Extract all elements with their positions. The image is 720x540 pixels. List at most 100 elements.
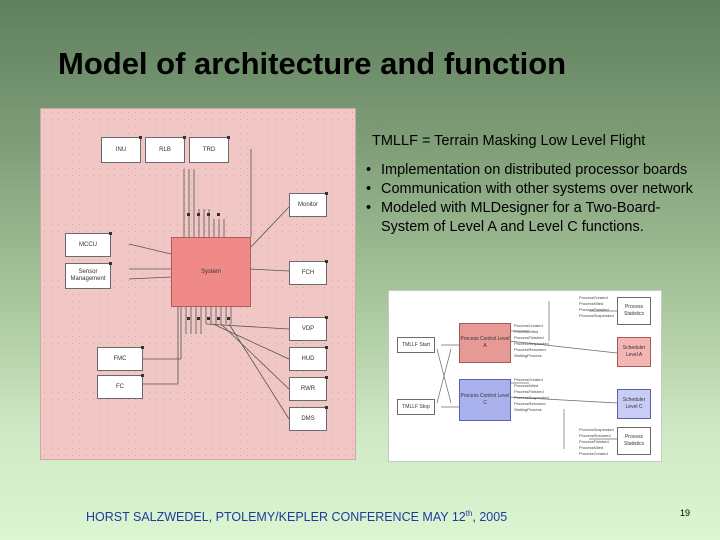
- inu-block: INU: [101, 136, 142, 163]
- port-marker: [141, 374, 144, 377]
- svg-text:ProcessCreated: ProcessCreated: [579, 295, 608, 300]
- svg-text:WaitingProcess: WaitingProcess: [514, 353, 542, 358]
- svg-text:ProcessFinished: ProcessFinished: [579, 307, 609, 312]
- svg-text:ProcessKilled: ProcessKilled: [514, 383, 538, 388]
- vdp-block: VDP: [289, 316, 328, 341]
- slide-title: Model of architecture and function: [58, 46, 567, 81]
- port-marker: [139, 136, 142, 139]
- diagram-connections: [128, 149, 290, 420]
- port-marker: [183, 136, 186, 139]
- scheduler-level-a-label: Scheduler Level A: [622, 345, 646, 358]
- svg-text:ProcessSuspended: ProcessSuspended: [579, 313, 614, 318]
- process-statistics-c: Process Statistics: [617, 427, 651, 455]
- bullet-icon: •: [366, 200, 372, 216]
- svg-text:ProcessCreated: ProcessCreated: [579, 451, 608, 456]
- process-statistics-a: Process Statistics: [617, 297, 651, 325]
- fch-block: FCH: [289, 260, 328, 285]
- fmc-block: FMC: [97, 346, 144, 371]
- port-marker: [325, 192, 328, 195]
- port-marker: [325, 376, 328, 379]
- system-label: System: [200, 269, 221, 275]
- tmllf-start-label: TMLLF Start: [402, 341, 430, 348]
- monitor-label: Monitor: [297, 201, 318, 208]
- process-statistics-c-label: Process Statistics: [623, 434, 644, 447]
- svg-text:ProcessResumed: ProcessResumed: [579, 433, 611, 438]
- bullet-list: • Implementation on distributed processor…: [366, 161, 696, 237]
- scheduler-level-a: Scheduler Level A: [617, 337, 651, 367]
- bullet-text: Implementation on distributed processor …: [381, 162, 688, 178]
- port-marker: [325, 406, 328, 409]
- hud-label: HUD: [301, 355, 315, 362]
- svg-text:ProcessSuspended: ProcessSuspended: [514, 395, 549, 400]
- svg-text:ProcessSuspended: ProcessSuspended: [579, 427, 614, 432]
- dms-block: DMS: [289, 406, 328, 431]
- hud-block: HUD: [289, 346, 328, 371]
- tmllf-stop-input: TMLLF Stop: [397, 399, 435, 415]
- mccu-block: MCCU: [65, 232, 112, 257]
- process-control-level-c-label: Process Control Level C: [460, 393, 510, 406]
- system-block: System: [171, 237, 251, 307]
- rwr-block: RWR: [289, 376, 328, 401]
- architecture-diagram: INU RLB TRD MCCU Sensor Management Syste…: [40, 108, 356, 460]
- svg-text:ProcessSuspended: ProcessSuspended: [514, 341, 549, 346]
- rlb-block: RLB: [145, 136, 186, 163]
- port-marker: [325, 260, 328, 263]
- svg-text:ProcessKilled: ProcessKilled: [579, 445, 603, 450]
- process-control-level-a-label: Process Control Level A: [460, 336, 510, 349]
- svg-text:ProcessCreated: ProcessCreated: [514, 377, 543, 382]
- process-connections: ProcessCreated ProcessKilled ProcessFini…: [436, 295, 618, 456]
- svg-text:ProcessResumed: ProcessResumed: [514, 347, 546, 352]
- process-control-level-c: Process Control Level C: [459, 379, 511, 421]
- port-marker: [109, 232, 112, 235]
- dms-label: DMS: [301, 415, 315, 422]
- bullet-text: Communication with other systems over ne…: [381, 181, 693, 197]
- scheduler-level-c-label: Scheduler Level C: [622, 397, 646, 410]
- mccu-label: MCCU: [79, 241, 97, 248]
- svg-text:ProcessFinished: ProcessFinished: [514, 335, 544, 340]
- trd-block: TRD: [189, 136, 230, 163]
- process-control-level-a: Process Control Level A: [459, 323, 511, 363]
- sensor-management-label: Sensor Management: [70, 269, 106, 282]
- svg-text:ProcessKilled: ProcessKilled: [514, 329, 538, 334]
- port-marker: [325, 316, 328, 319]
- svg-text:ProcessFinished: ProcessFinished: [514, 389, 544, 394]
- bullet-icon: •: [366, 181, 372, 197]
- port-marker: [325, 346, 328, 349]
- bullet-icon: •: [366, 162, 372, 178]
- process-statistics-a-label: Process Statistics: [623, 304, 644, 317]
- bullet-item: • Communication with other systems over n…: [366, 180, 696, 199]
- svg-text:ProcessFinished: ProcessFinished: [579, 439, 609, 444]
- bullet-item: • Modeled with MLDesigner for a Two-Board…: [366, 199, 696, 237]
- vdp-label: VDP: [301, 325, 315, 332]
- rwr-label: RWR: [300, 385, 316, 392]
- rlb-label: RLB: [159, 146, 171, 153]
- trd-label: TRD: [202, 146, 216, 153]
- footer-text: HORST SALZWEDEL, PTOLEMY/KEPLER CONFEREN…: [86, 510, 466, 525]
- monitor-block: Monitor: [289, 192, 328, 217]
- inu-label: INU: [115, 146, 127, 153]
- svg-text:WaitingProcess: WaitingProcess: [514, 407, 542, 412]
- fch-label: FCH: [301, 269, 315, 276]
- scheduler-level-c: Scheduler Level C: [617, 389, 651, 419]
- bullet-item: • Implementation on distributed processor…: [366, 161, 696, 180]
- svg-text:ProcessCreated: ProcessCreated: [514, 323, 543, 328]
- svg-text:ProcessKilled: ProcessKilled: [579, 301, 603, 306]
- page-number: 19: [680, 508, 691, 518]
- footer: HORST SALZWEDEL, PTOLEMY/KEPLER CONFEREN…: [86, 509, 507, 524]
- port-marker: [141, 346, 144, 349]
- tmllf-start-input: TMLLF Start: [397, 337, 435, 353]
- port-marker: [227, 136, 230, 139]
- svg-text:ProcessResumed: ProcessResumed: [514, 401, 546, 406]
- footer-superscript: th: [465, 509, 473, 518]
- port-marker: [109, 262, 112, 265]
- process-diagram: ProcessCreated ProcessKilled ProcessFini…: [388, 290, 662, 462]
- tmllf-stop-label: TMLLF Stop: [402, 403, 430, 410]
- footer-text-end: , 2005: [472, 510, 508, 525]
- fmc-label: FMC: [113, 355, 127, 362]
- fc-label: FC: [116, 383, 124, 390]
- sensor-management-block: Sensor Management: [65, 262, 112, 289]
- tmllf-definition: TMLLF = Terrain Masking Low Level Flight: [372, 133, 646, 149]
- bullet-text: Modeled with MLDesigner for a Two-Board-…: [381, 200, 661, 235]
- fc-block: FC: [97, 374, 144, 399]
